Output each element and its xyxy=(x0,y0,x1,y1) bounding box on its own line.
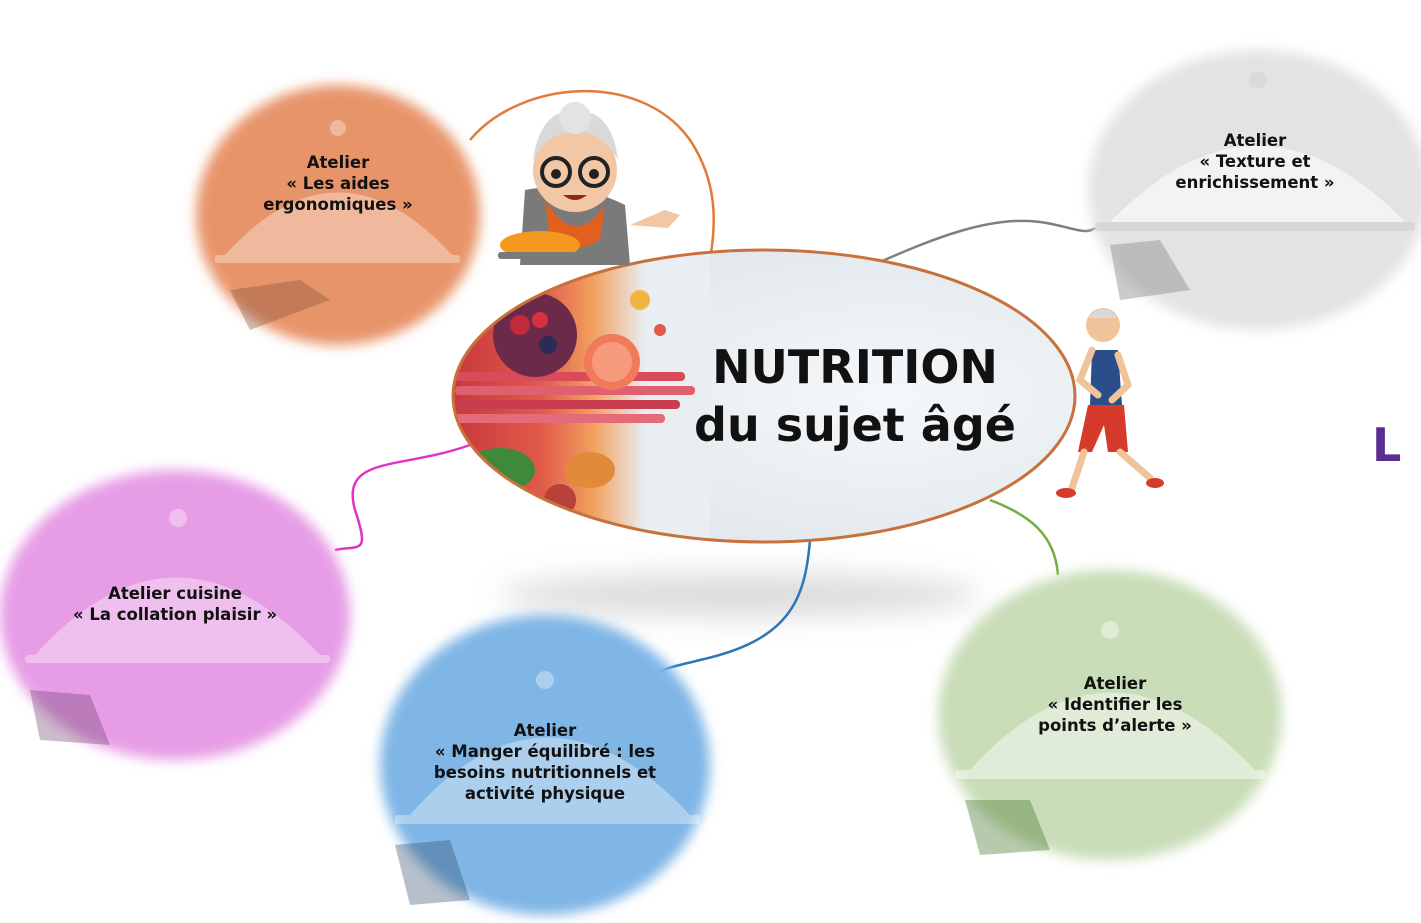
hand-icon xyxy=(1110,240,1190,300)
center-shadow xyxy=(500,573,980,617)
grandmother-chef-icon xyxy=(498,102,680,265)
hand-icon xyxy=(965,800,1050,855)
hand-icon xyxy=(395,840,470,905)
serving-cloche-icon xyxy=(395,671,700,824)
connector-collation xyxy=(334,443,471,552)
connector-aides xyxy=(469,89,715,261)
bubble-manger xyxy=(380,615,710,915)
connector-manger xyxy=(659,539,812,674)
serving-cloche-icon xyxy=(25,509,330,663)
bubble-alerte xyxy=(938,570,1282,860)
bubble-collation xyxy=(0,470,350,760)
workshop-label-aides: Atelier « Les aides ergonomiques » xyxy=(263,153,413,215)
bubble-texture xyxy=(1088,50,1421,330)
elderly-runner-icon xyxy=(1056,308,1164,498)
edge-partial-text: L xyxy=(1372,418,1402,472)
bubble-aides xyxy=(196,85,480,345)
center-title-line1: NUTRITION xyxy=(712,340,998,394)
workshop-label-texture: Atelier « Texture et enrichissement » xyxy=(1175,131,1335,193)
center-title-line2: du sujet âgé xyxy=(694,398,1016,452)
hand-icon xyxy=(230,280,330,330)
workshop-label-manger: Atelier « Manger équilibré : les besoins… xyxy=(433,721,657,804)
serving-cloche-icon xyxy=(1095,71,1415,231)
workshop-label-alerte: Atelier « Identifier les points d’alerte… xyxy=(1038,674,1192,736)
workshop-label-collation: Atelier cuisine « La collation plaisir » xyxy=(72,584,277,625)
connector-alerte xyxy=(989,498,1060,576)
connector-texture xyxy=(879,219,1096,264)
hand-icon xyxy=(30,690,110,745)
food-photo xyxy=(453,250,710,542)
serving-cloche-icon xyxy=(215,120,460,263)
serving-cloche-icon xyxy=(955,621,1265,779)
